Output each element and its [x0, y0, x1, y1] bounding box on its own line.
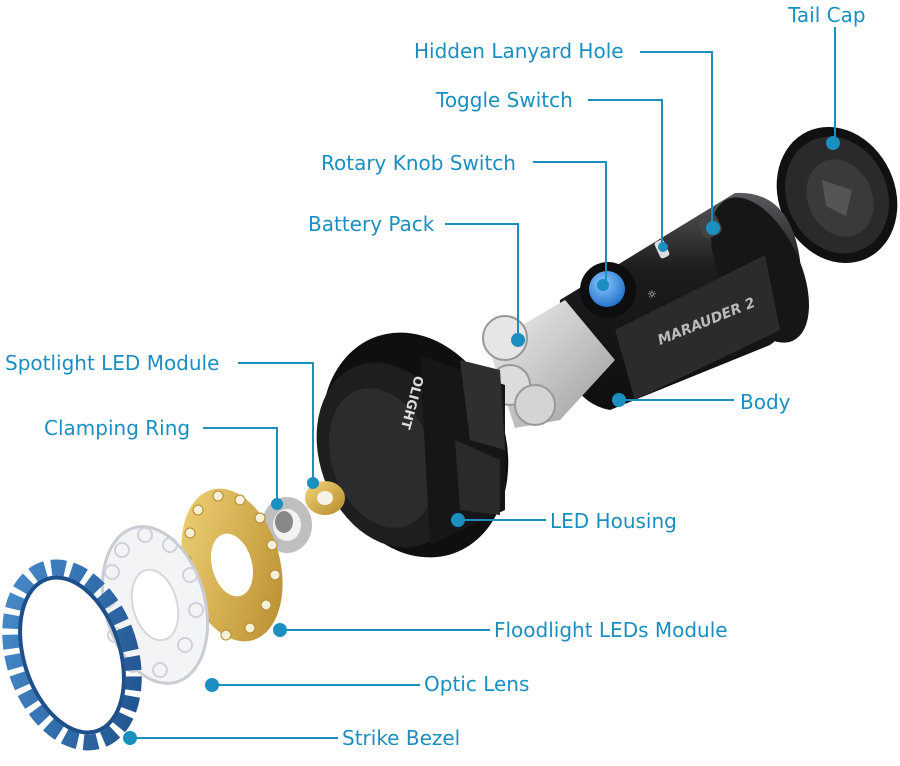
tail-cap-part: [776, 126, 898, 264]
rotary-knob-part: ☼: [580, 262, 657, 318]
label-rotary-knob-switch: Rotary Knob Switch: [321, 151, 516, 175]
leader-toggle: [588, 99, 663, 247]
leader-battery: [445, 223, 519, 340]
label-battery-pack: Battery Pack: [308, 212, 435, 236]
leader-hidden-lanyard: [640, 51, 713, 228]
label-led-housing: LED Housing: [550, 509, 677, 533]
sun-icon: ☼: [647, 288, 657, 301]
leader-spotlight: [238, 362, 314, 483]
clamping-ring-part: [262, 497, 312, 553]
label-tail-cap: Tail Cap: [788, 3, 866, 27]
leader-clamping: [203, 427, 278, 504]
label-optic-lens: Optic Lens: [424, 672, 530, 696]
label-clamping-ring: Clamping Ring: [44, 416, 191, 440]
body-part: MARAUDER 2: [559, 192, 809, 410]
spotlight-led-part: [305, 477, 345, 515]
label-hidden-lanyard-hole: Hidden Lanyard Hole: [414, 39, 624, 63]
leader-lines: [130, 27, 836, 739]
label-toggle-switch: Toggle Switch: [436, 88, 573, 112]
leader-rotary: [533, 161, 607, 285]
strike-bezel-part: [2, 559, 142, 751]
label-spotlight-led-module: Spotlight LED Module: [5, 351, 220, 375]
label-strike-bezel: Strike Bezel: [342, 726, 461, 750]
label-floodlight-leds-module: Floodlight LEDs Module: [494, 618, 728, 642]
led-housing-part: OLIGHT: [316, 332, 509, 558]
label-body: Body: [740, 390, 791, 414]
